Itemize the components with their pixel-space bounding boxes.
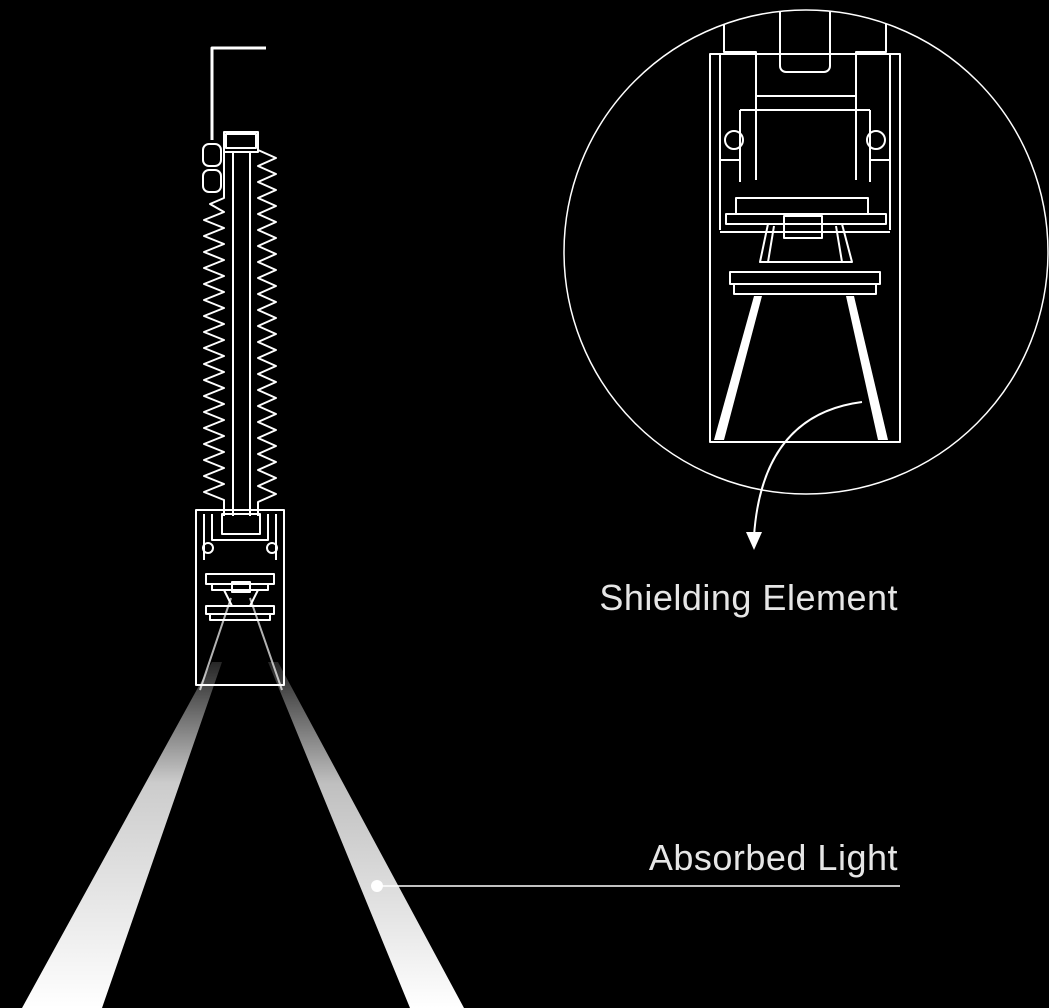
detail-shield-left	[714, 296, 762, 440]
light-beam-right	[268, 662, 464, 1008]
detail-reflector	[759, 223, 853, 263]
detail-circle	[563, 9, 1049, 495]
shielding-element-label: Shielding Element	[599, 577, 898, 618]
hanger-hook	[210, 46, 266, 140]
bolt-lower	[202, 169, 222, 193]
detail-shield-right	[846, 296, 888, 440]
clip-left	[202, 542, 214, 554]
detail-housing	[709, 53, 901, 443]
light-beam-left	[22, 662, 222, 1008]
bellows-right	[257, 140, 277, 516]
arrow-head-icon	[746, 532, 762, 550]
fixture-drawing	[195, 46, 285, 686]
detail-callout	[563, 9, 1049, 495]
detail-cap	[779, 10, 831, 73]
bellows-left	[203, 140, 225, 516]
absorbed-light-label: Absorbed Light	[649, 837, 898, 878]
detail-lens-plate	[735, 197, 869, 215]
lower-housing	[195, 509, 285, 686]
bolt-upper	[202, 143, 222, 167]
clip-right	[266, 542, 278, 554]
shielding-arrow	[753, 401, 863, 537]
detail-clip-left	[724, 130, 744, 150]
detail-clip-right	[866, 130, 886, 150]
